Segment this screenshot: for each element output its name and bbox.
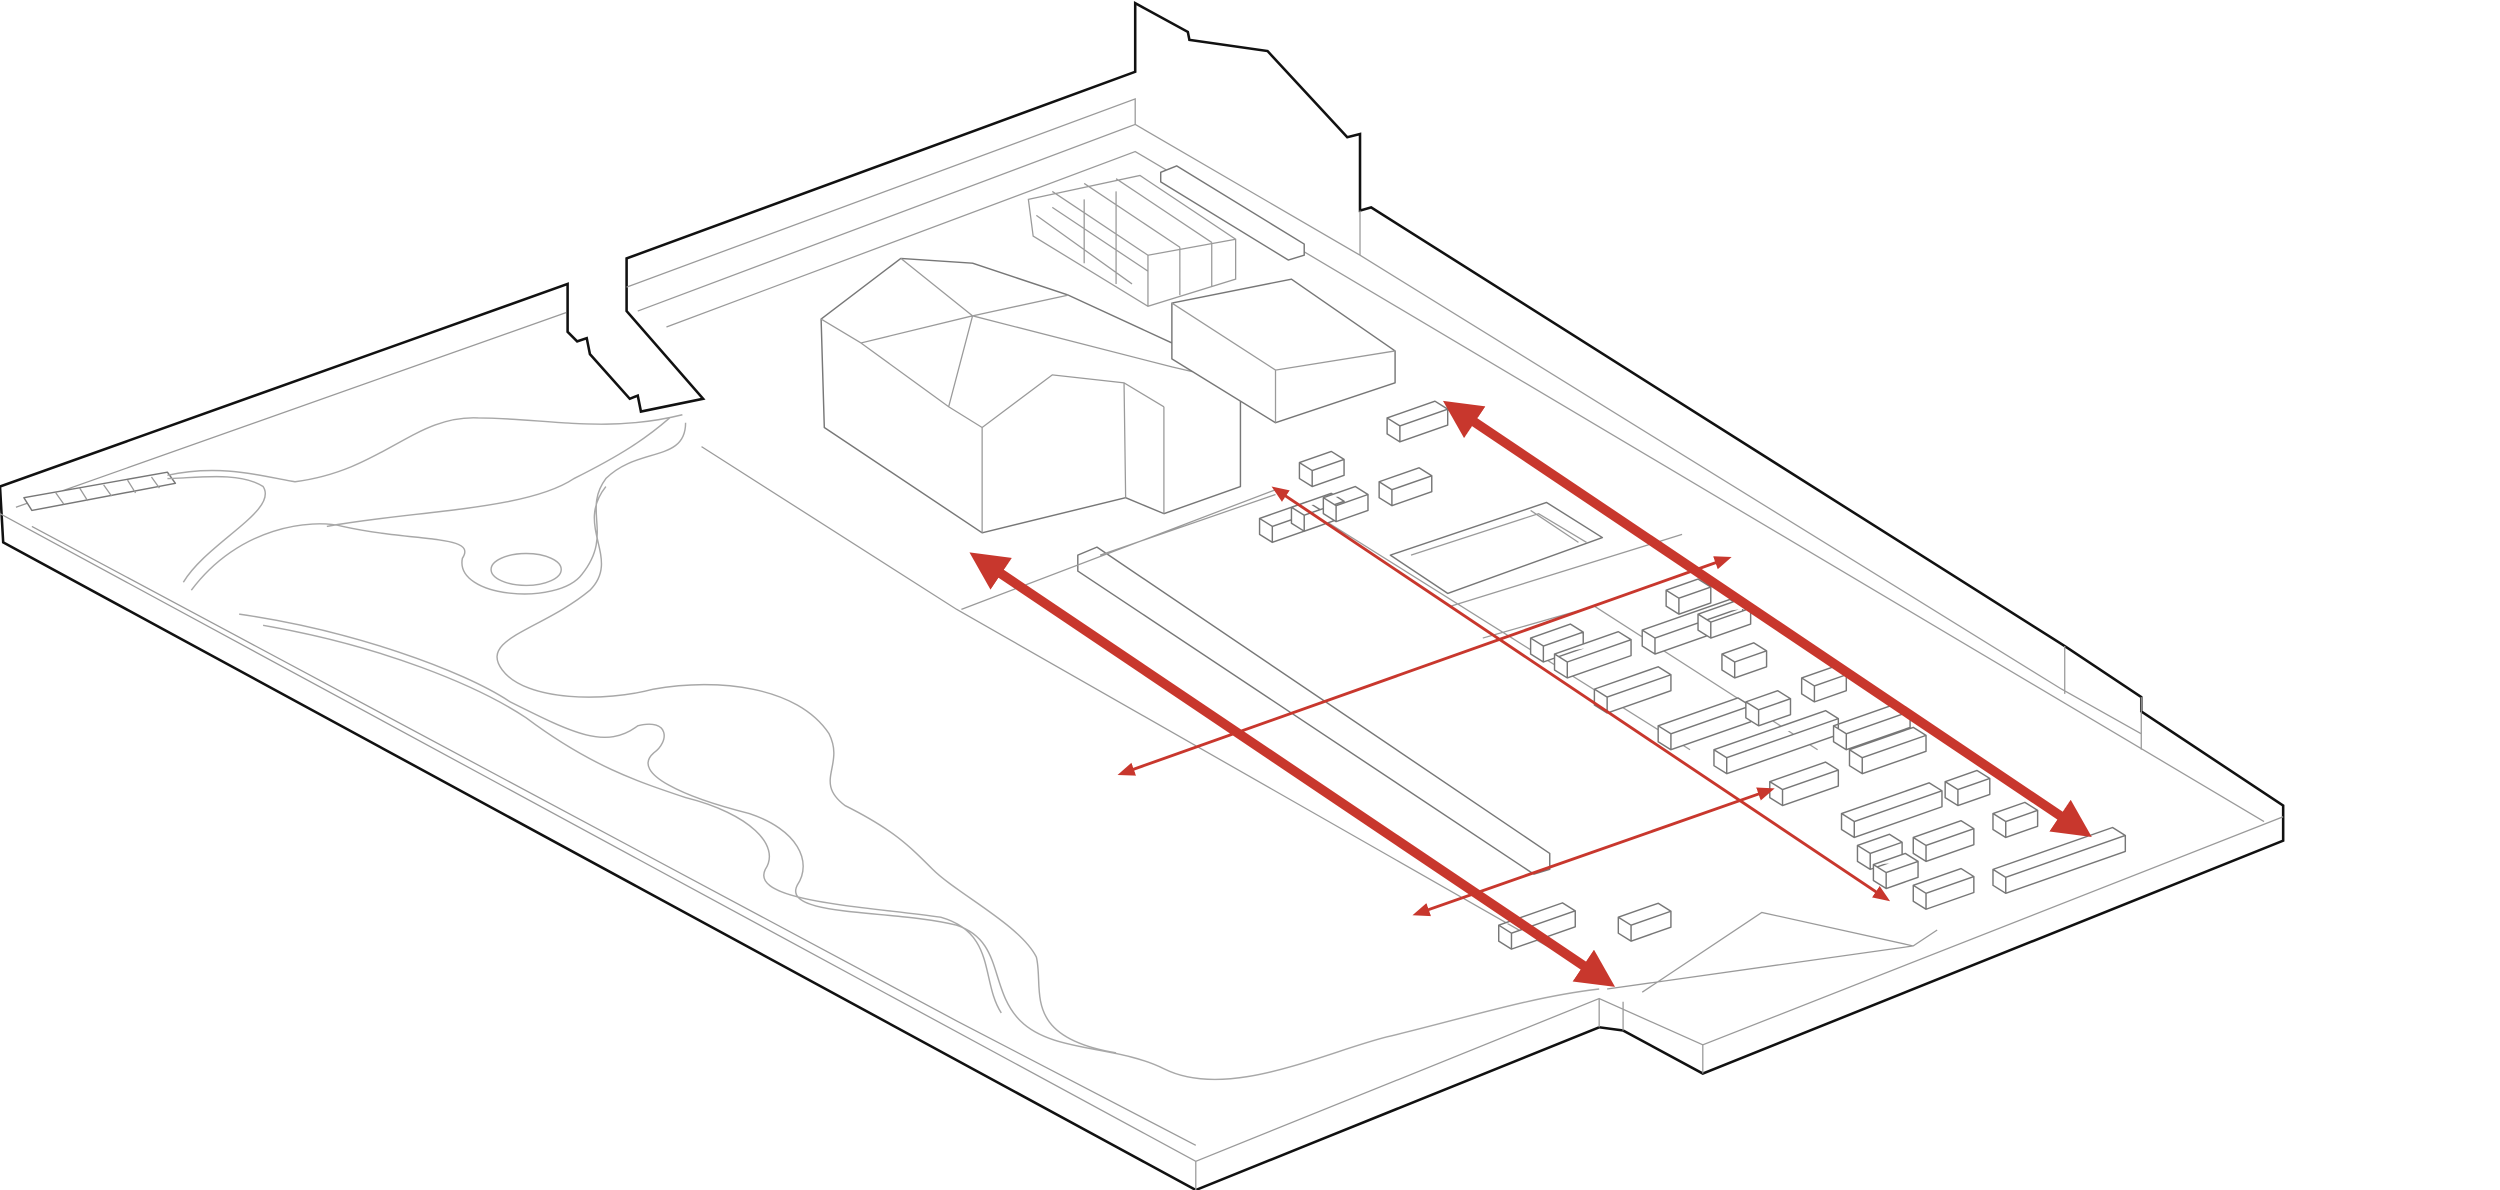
- garden-block: [1298, 450, 1345, 488]
- garden-blocks: [1258, 400, 2127, 950]
- garden-block: [1745, 689, 1792, 727]
- garden-block: [1322, 485, 1369, 523]
- garden-block: [1912, 819, 1975, 863]
- garden-block: [1912, 867, 1975, 910]
- pool: [1389, 501, 1604, 595]
- terrace: [961, 489, 1818, 751]
- garden-block: [1593, 666, 1672, 714]
- main-house: [820, 257, 1242, 534]
- diagonal-axis-arrow: [1271, 486, 1891, 902]
- garden-block: [1498, 902, 1576, 950]
- garden-block: [1378, 467, 1433, 507]
- garden-block: [1992, 826, 2127, 895]
- major-axis-west-arrow: [969, 552, 1616, 987]
- garden-block: [1769, 761, 1840, 807]
- garden-block: [1992, 801, 2039, 839]
- site-boundary: [0, 1, 2285, 1190]
- cross-axis-south-arrow: [1412, 787, 1775, 917]
- garden-block: [1944, 769, 1991, 807]
- garden-block: [1386, 400, 1449, 443]
- long-building: [1171, 278, 1396, 424]
- garden-block: [1721, 642, 1768, 679]
- steps: [23, 471, 177, 512]
- circulation-arrows: [969, 400, 2092, 987]
- cross-axis-north-arrow: [1117, 556, 1732, 776]
- long-wall: [1077, 546, 1551, 875]
- wall-bench: [1159, 165, 1305, 261]
- base-edges: [0, 97, 2284, 1190]
- greenhouse-frame: [1027, 174, 1237, 307]
- garden-block: [1840, 782, 1943, 839]
- garden-block: [1617, 902, 1672, 942]
